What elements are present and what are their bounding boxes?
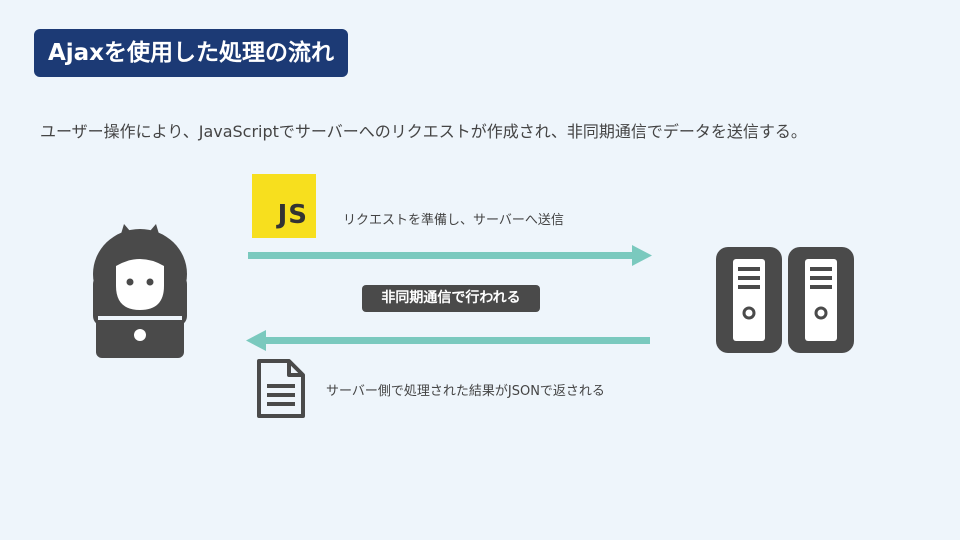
response-arrow: [246, 330, 650, 351]
async-label: 非同期通信で行われる: [362, 285, 540, 312]
intro-text: ユーザー操作により、JavaScriptでサーバーへのリクエストが作成され、非同…: [40, 122, 807, 141]
page-title: Ajaxを使用した処理の流れ: [34, 29, 348, 77]
js-logo-icon: JS: [252, 174, 316, 238]
request-arrow: [248, 245, 652, 266]
document-icon: [255, 358, 307, 424]
server-icon: [714, 247, 856, 357]
response-caption: サーバー側で処理された結果がJSONで返される: [326, 384, 605, 399]
request-caption: リクエストを準備し、サーバーへ送信: [343, 213, 564, 228]
user-laptop-icon: [90, 222, 190, 366]
